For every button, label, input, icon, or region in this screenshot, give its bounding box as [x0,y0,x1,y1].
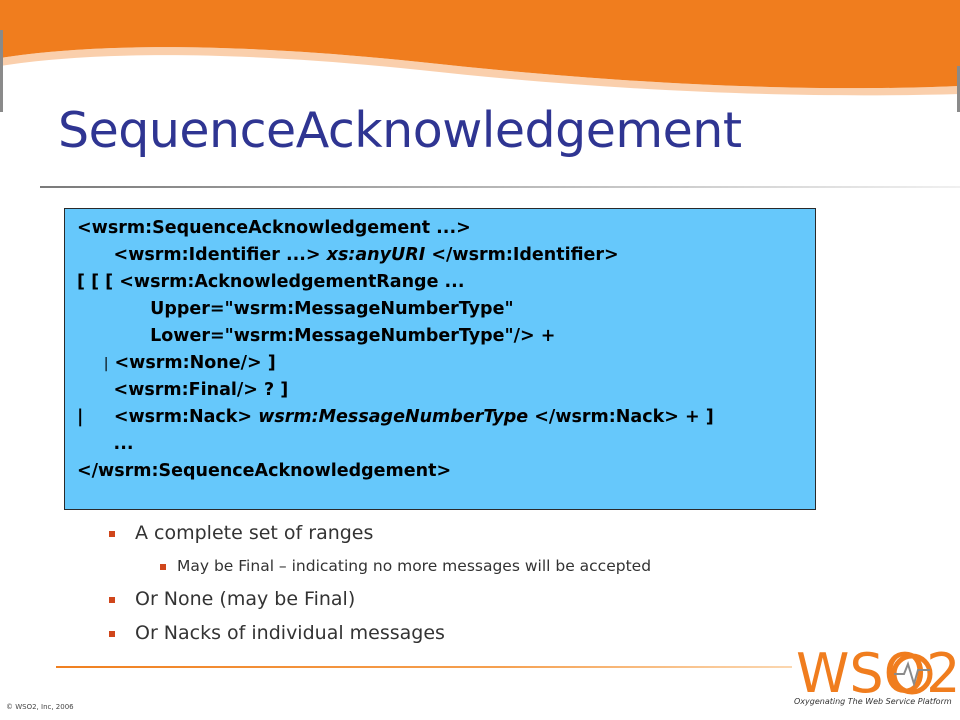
code-segment: [ [ [ <wsrm:AcknowledgementRange ... [77,272,465,292]
bullet-item: A complete set of ranges [104,516,651,550]
code-line: <wsrm:Final/> ? ] [77,377,815,404]
footer-divider [56,666,792,668]
code-line: | <wsrm:Nack> wsrm:MessageNumberType </w… [77,404,815,431]
code-segment: </wsrm:Identifier> [425,245,619,265]
bullet-text: A complete set of ranges [135,522,374,544]
bullet-item: May be Final – indicating no more messag… [104,550,651,582]
bullet-item: Or Nacks of individual messages [104,616,651,650]
xml-syntax-box: <wsrm:SequenceAcknowledgement ...> <wsrm… [64,208,816,510]
logo-wordmark: WSO2 [796,642,960,705]
bullet-text: Or Nacks of individual messages [135,622,445,644]
slide-title: SequenceAcknowledgement [58,102,742,159]
code-segment: Upper="wsrm:MessageNumberType" [77,299,514,319]
bullet-square-icon [109,597,115,603]
code-segment: | <wsrm:Nack> [77,407,259,427]
code-segment: xs:anyURI [326,245,426,265]
code-line: <wsrm:SequenceAcknowledgement ...> [77,215,815,242]
bullet-text: May be Final – indicating no more messag… [177,557,652,575]
code-segment: <wsrm:Final/> ? ] [77,380,289,400]
code-segment: <wsrm:SequenceAcknowledgement ...> [77,218,471,238]
code-segment: | [103,356,109,372]
copyright-text: © WSO2, Inc, 2006 [6,703,74,711]
bullet-text: Or None (may be Final) [135,588,356,610]
bullet-square-icon [109,531,115,537]
code-line: <wsrm:Identifier ...> xs:anyURI </wsrm:I… [77,242,815,269]
code-line: [ [ [ <wsrm:AcknowledgementRange ... [77,269,815,296]
code-segment [77,356,104,372]
code-segment: <wsrm:None/> ] [108,353,276,373]
code-line: </wsrm:SequenceAcknowledgement> [77,458,815,485]
code-segment: </wsrm:SequenceAcknowledgement> [77,461,452,481]
bullet-item: Or None (may be Final) [104,582,651,616]
bullet-square-icon [109,631,115,637]
bullet-square-icon [160,564,166,570]
code-line: ... [77,431,815,458]
code-segment: Lower="wsrm:MessageNumberType"/> + [77,326,556,346]
code-line: Lower="wsrm:MessageNumberType"/> + [77,323,815,350]
code-segment: ... [77,434,134,454]
code-segment: <wsrm:Identifier ...> [77,245,327,265]
code-segment: </wsrm:Nack> + ] [528,407,714,427]
logo-tagline: Oxygenating The Web Service Platform [794,697,952,706]
code-segment: wsrm:MessageNumberType [258,407,529,427]
top-banner [0,0,960,112]
code-line: | <wsrm:None/> ] [77,350,815,377]
title-divider [40,186,960,188]
code-line: Upper="wsrm:MessageNumberType" [77,296,815,323]
wso2-logo: WSO2 [790,634,960,714]
